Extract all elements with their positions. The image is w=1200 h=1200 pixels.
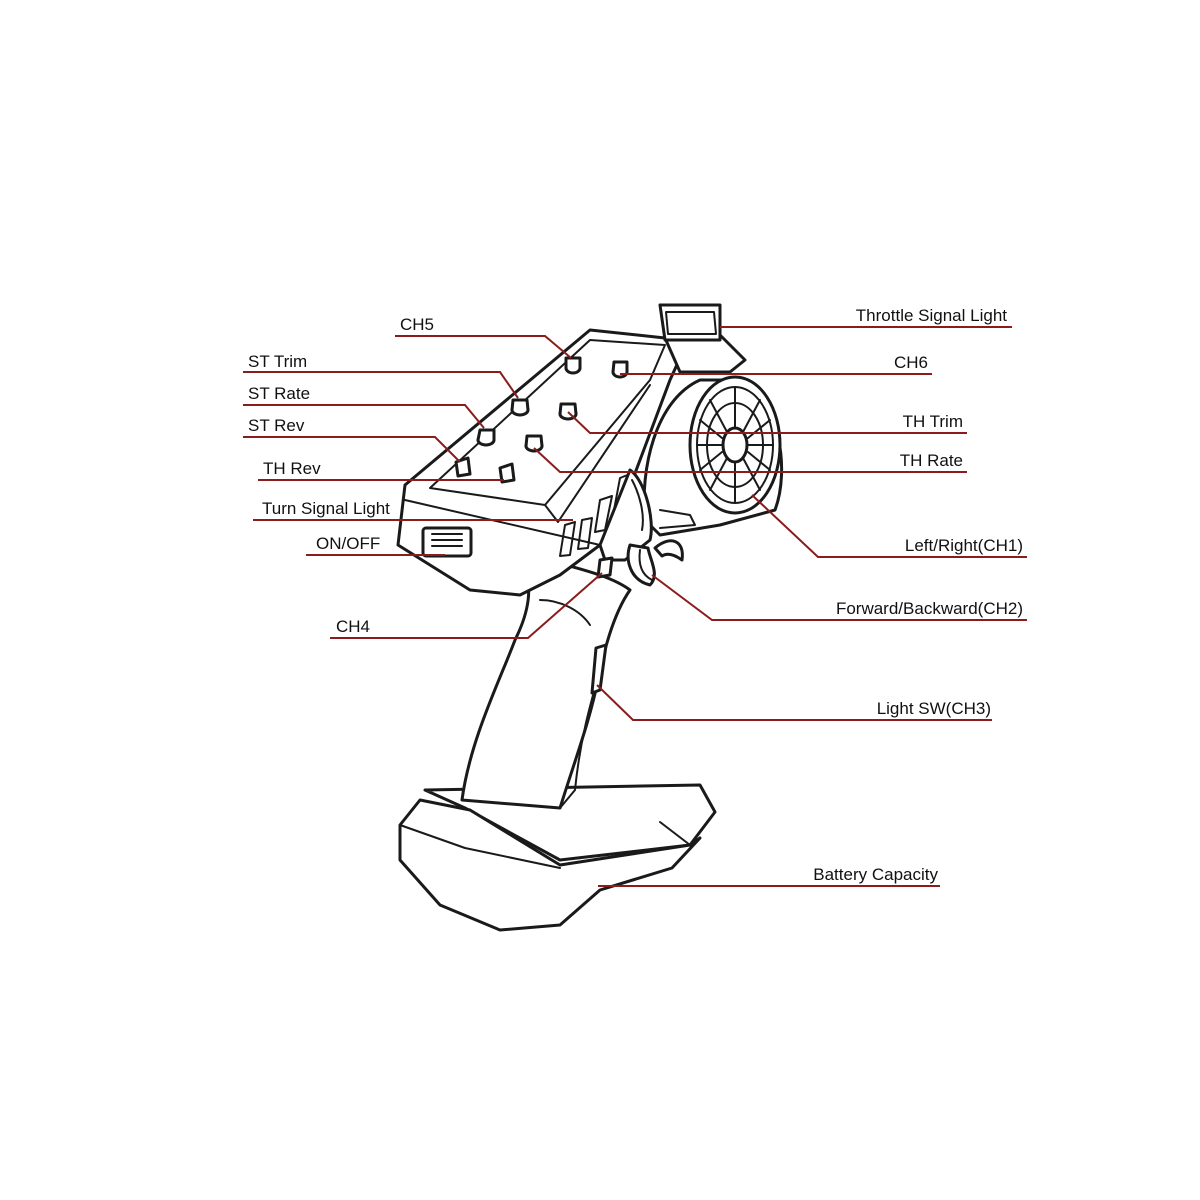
leader-st-rate [243,404,485,429]
leader-ch4 [330,572,603,639]
leader-left-right [751,494,1027,558]
label-throttle-signal-light: Throttle Signal Light [856,306,1007,325]
label-st-rate: ST Rate [248,384,310,403]
leader-th-rate [533,447,967,473]
label-battery-capacity: Battery Capacity [813,865,938,884]
grip [460,558,632,810]
label-ch5: CH5 [400,315,434,334]
st-rate-knob-icon [476,428,496,447]
th-trim-knob-icon [558,402,578,421]
label-light-sw-ch3: Light SW(CH3) [877,699,991,718]
callout-labels: CH5 ST Trim ST Rate ST Rev TH Rev Turn S… [248,306,1023,884]
steering-wheel [642,375,784,537]
transmitter-head [396,303,747,597]
trigger [596,468,696,587]
leader-st-trim [243,371,519,399]
label-turn-signal-light: Turn Signal Light [262,499,390,518]
label-left-right-ch1: Left/Right(CH1) [905,536,1023,555]
leader-lines [243,326,1027,887]
th-rate-knob-icon [524,434,544,453]
top-knobs [454,356,629,484]
label-st-rev: ST Rev [248,416,305,435]
label-on-off: ON/OFF [316,534,380,553]
label-th-trim: TH Trim [903,412,963,431]
ch5-knob-icon [564,356,582,375]
th-rev-switch-icon [498,462,516,484]
st-trim-knob-icon [510,398,530,417]
label-th-rev: TH Rev [263,459,321,478]
transmitter-illustration [396,303,784,932]
leader-ch5 [395,335,572,359]
label-st-trim: ST Trim [248,352,307,371]
label-ch4: CH4 [336,617,370,636]
leader-th-trim [567,411,967,434]
leader-forward-backward [651,574,1027,621]
label-forward-backward-ch2: Forward/Backward(CH2) [836,599,1023,618]
label-ch6: CH6 [894,353,928,372]
label-th-rate: TH Rate [900,451,963,470]
leader-light-sw [596,684,992,721]
leader-st-rev [243,436,461,463]
